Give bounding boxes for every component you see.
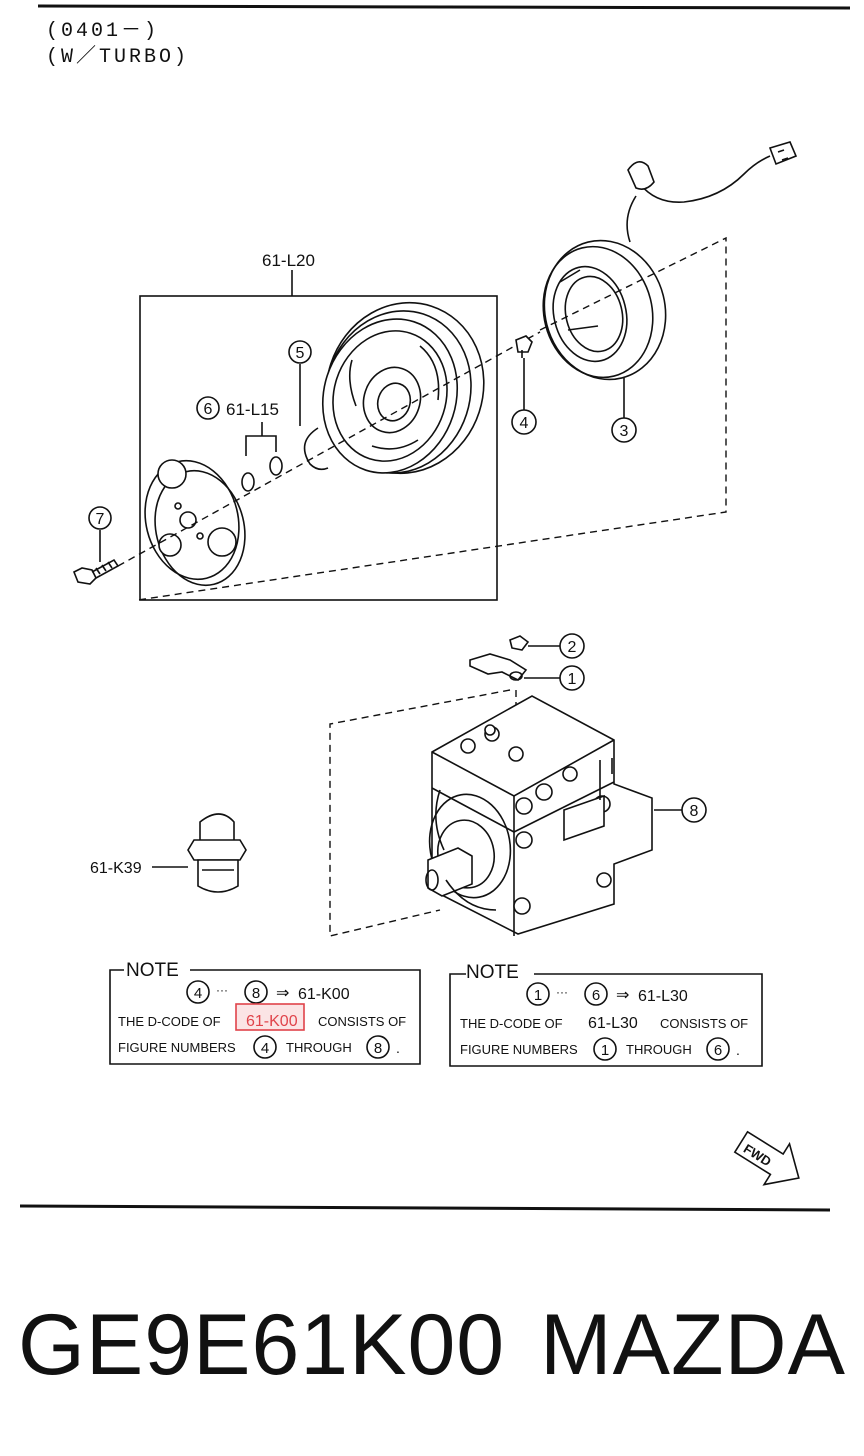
note-1-heading: NOTE [126,960,179,981]
callout-4-circle [511,409,537,435]
note-1-to-circle [244,980,268,1004]
callout-3-label: 3 [620,423,629,440]
callout-5-label: 5 [296,345,305,362]
part-footer: GE9E61K00 MAZDA [0,1288,864,1418]
fwd-arrow-icon: FWD [733,1130,800,1186]
callout-7-label: 7 [96,511,105,528]
part-number: GE9E61K00 [18,1297,506,1393]
bottom-rule [19,1204,831,1212]
note-2-line2-code: 61-L30 [588,1015,638,1032]
callout-3-circle [611,417,637,443]
callout-61-k39: 61-K39 [90,860,142,877]
note-2-line3-from: 1 [601,1042,609,1059]
compressor-drawing [425,695,653,936]
callout-8-label: 8 [690,803,699,820]
clutch-axis-dashline [117,331,541,567]
pressure-plate-drawing [144,459,246,587]
note-box-k00: NOTE 4 ··· 8 ⇒ 61-K00 THE D-CODE OF 61-K… [109,960,421,1065]
note-2-to: 6 [592,987,600,1004]
callout-2-label: 2 [568,639,577,656]
note-1-line3-prefix: FIGURE NUMBERS [118,1040,236,1055]
callout-4-label: 4 [520,415,529,432]
note-2-line2-suffix: CONSISTS OF [660,1016,748,1031]
note-1-to: 8 [252,985,260,1002]
note-1-line2-suffix: CONSISTS OF [318,1014,406,1029]
note-1-line3-from-circle [253,1035,277,1059]
l15-bracket [245,422,277,456]
bracket-drawing [469,635,530,682]
note-1-dots: ··· [216,983,228,997]
screw-drawing [515,335,533,358]
pulley-drawing [321,301,485,475]
note-2-from: 1 [534,987,542,1004]
note-1-line3-end: . [396,1040,400,1056]
shim-1 [241,472,255,492]
callout-6-label: 6 [204,401,213,418]
callout-1-label: 1 [568,671,577,688]
note-2-line3-from-circle [593,1037,617,1061]
shim-2 [269,456,283,476]
callout-5-circle [288,340,312,364]
note-2-dots: ··· [556,985,568,999]
bolt-drawing [72,558,120,585]
circlip-drawing [303,427,329,471]
top-rule [37,4,851,10]
note-1-line2-prefix: THE D-CODE OF [118,1014,221,1029]
note-1-line3-to-circle [366,1035,390,1059]
brand-name: MAZDA [540,1297,846,1393]
note-1-line3-mid: THROUGH [286,1040,352,1055]
callout-7-circle [88,506,112,530]
header-variant: (W／TURBO) [46,45,189,69]
note-1-from: 4 [194,985,202,1002]
note-2-line3-end: . [736,1042,740,1058]
callout-61-l20: 61-L20 [262,251,315,270]
exploded-parts-diagram: (0401－) (W／TURBO) 61-L20 5 6 61-L15 [19,4,851,1212]
note-1-line3-from: 4 [261,1040,269,1057]
note-2-line3-mid: THROUGH [626,1042,692,1057]
note-2-border [449,973,763,1067]
note-2-arrow: ⇒ [616,987,629,1004]
note-1-code: 61-K00 [298,986,350,1003]
note-2-code: 61-L30 [638,988,688,1005]
note-1-from-circle [186,980,210,1004]
callout-2-circle [559,633,585,659]
note-1-line3-to: 8 [374,1040,382,1057]
callout-8-circle [681,797,707,823]
compressor-outline-dashline [329,689,511,937]
note-2-line3-to: 6 [714,1042,722,1059]
note-2-line3-prefix: FIGURE NUMBERS [460,1042,578,1057]
note-2-heading: NOTE [466,962,519,983]
relief-valve-cap-drawing [187,813,247,893]
note-1-arrow: ⇒ [276,985,289,1002]
note-2-from-circle [526,982,550,1006]
note-box-l30: NOTE 1 ··· 6 ⇒ 61-L30 THE D-CODE OF 61-L… [449,962,763,1067]
note-2-to-circle [584,982,608,1006]
clutch-group-box [139,295,498,601]
note-2-line3-to-circle [706,1037,730,1061]
callout-1-circle [559,665,585,691]
callout-61-l15: 61-L15 [226,400,279,419]
field-coil-drawing [542,141,798,381]
note-1-border [109,969,421,1065]
note-1-code-highlight [235,1003,305,1031]
note-2-line2-prefix: THE D-CODE OF [460,1016,563,1031]
clutch-assembly-group: 61-L20 5 6 61-L15 [72,251,498,601]
header-year-range: (0401－) [46,20,159,43]
note-1-line2-code: 61-K00 [246,1013,298,1030]
callout-6-circle [196,396,220,420]
